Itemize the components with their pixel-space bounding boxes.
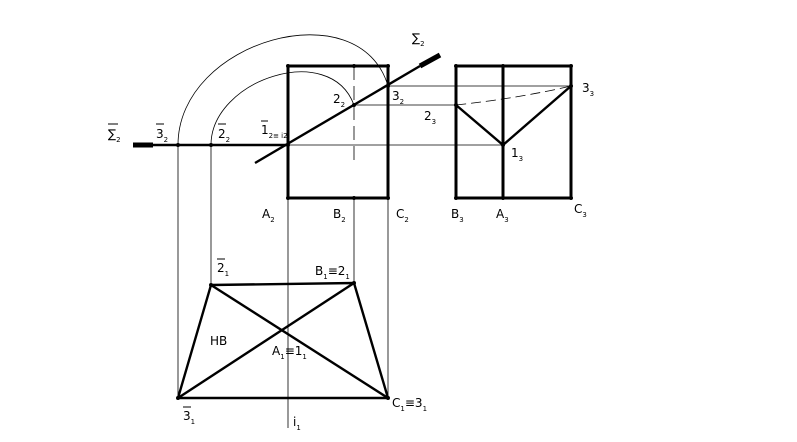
label-a3: A3 [496,207,509,224]
label-p1-2: 12≡ i2 [261,123,288,140]
label-p3-2bar: 32 [156,127,168,144]
label-p2-2bar: 22 [218,127,230,144]
labels: ∑2 ∑2 32 22 12≡ i2 22 32 A2 B2 C2 33 23 … [108,31,594,432]
rotation-arc-inner [210,71,355,146]
profile-dashed-curve [455,85,572,106]
label-b2: B2 [333,207,346,224]
label-p2-2: 22 [333,92,345,109]
section-diagonal-2 [177,281,355,400]
point-1-2 [286,143,290,147]
profile-section-line [455,85,572,147]
label-a2: A2 [262,207,275,224]
label-b3: B3 [451,207,464,224]
label-p3-2: 32 [392,89,404,106]
label-c3: C3 [574,202,587,219]
point-2-2 [352,103,356,107]
point-3-2 [386,84,390,88]
construction-lines [177,34,572,428]
label-p1-3: 13 [511,146,523,163]
label-i1: i1 [293,415,301,432]
label-p3-3: 33 [582,81,594,98]
label-sigma2-left: ∑2 [108,127,121,144]
points [176,64,573,400]
label-c2: C2 [396,207,409,224]
label-b1: B1≡21 [315,264,350,281]
label-hb: HB [210,334,227,348]
section-diagonal-1 [210,283,389,400]
label-sigma2-top: ∑2 [412,31,425,48]
rotation-arc-outer [177,34,389,146]
sigma-trace-line [254,64,421,165]
label-p2-3: 23 [424,109,436,126]
point-3-2bar [176,143,180,147]
profile-rectangle [454,64,573,200]
label-p2-1bar: 21 [217,261,229,278]
front-rectangle [286,64,390,200]
label-a1: A1≡11 [272,344,307,361]
front-view [133,52,442,200]
sigma-trace-end [418,52,442,69]
point-2-2bar [209,143,213,147]
label-c1: C1≡31 [392,396,427,413]
label-p3-1bar: 31 [183,409,195,426]
